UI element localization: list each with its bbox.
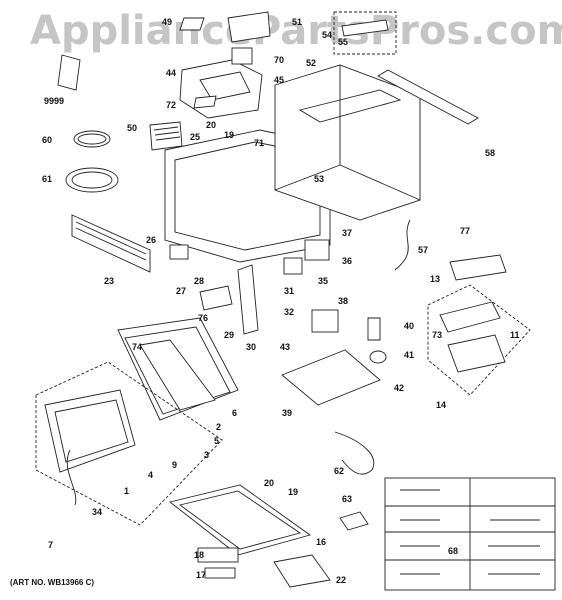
callout-74: 74	[132, 342, 143, 352]
vent-bar-part	[377, 69, 479, 125]
callout-35: 35	[318, 276, 329, 286]
callout-14: 14	[436, 400, 447, 410]
callout-72: 72	[166, 100, 177, 110]
callout-9999: 9999	[44, 96, 65, 106]
callout-40: 40	[404, 321, 415, 331]
callout-57: 57	[418, 245, 429, 255]
callout-52: 52	[306, 58, 317, 68]
callout-9: 9	[172, 460, 178, 470]
callout-25: 25	[190, 132, 201, 142]
top-assembly-part	[179, 59, 263, 119]
callout-30: 30	[246, 342, 257, 352]
callout-77: 77	[460, 226, 471, 236]
control-panel-part	[71, 214, 151, 273]
bottom-tray-part	[168, 484, 312, 556]
callout-11: 11	[510, 330, 520, 340]
callout-58: 58	[485, 148, 496, 158]
callout-16: 16	[316, 537, 327, 547]
callout-27: 27	[176, 286, 187, 296]
callout-28: 28	[194, 276, 205, 286]
callout-49: 49	[162, 17, 173, 27]
callout-22: 22	[336, 575, 347, 585]
callout-5: 5	[214, 436, 220, 446]
callout-62: 62	[334, 466, 345, 476]
callout-19b: 19	[288, 487, 299, 497]
grille-part	[149, 121, 183, 151]
callout-76: 76	[198, 313, 209, 323]
door-part	[44, 389, 136, 473]
callout-23: 23	[104, 276, 115, 286]
callout-51: 51	[292, 17, 303, 27]
roller-ring-part	[73, 130, 111, 148]
callout-61: 61	[42, 174, 53, 184]
callout-1: 1	[124, 486, 130, 496]
outer-case-part	[274, 64, 421, 221]
callout-60: 60	[42, 135, 53, 145]
callout-36: 36	[342, 256, 353, 266]
callout-18: 18	[194, 550, 205, 560]
callout-55: 55	[338, 37, 349, 47]
callout-37: 37	[342, 228, 353, 238]
callout-20b: 20	[264, 478, 275, 488]
power-cord-part	[334, 431, 375, 475]
callout-3: 3	[204, 450, 210, 460]
turntable-part	[65, 167, 119, 193]
watermark: AppliancePartsPros.com	[30, 8, 562, 54]
callout-20: 20	[206, 120, 217, 130]
callout-42: 42	[394, 383, 405, 393]
callout-44: 44	[166, 68, 177, 78]
callout-43: 43	[280, 342, 291, 352]
callout-63: 63	[342, 494, 353, 504]
callout-38: 38	[338, 296, 349, 306]
callout-4: 4	[148, 470, 154, 480]
manual-part	[57, 54, 81, 91]
callout-6: 6	[232, 408, 238, 418]
art-number: (ART NO. WB13966 C)	[10, 578, 95, 587]
callout-2: 2	[216, 422, 222, 432]
callout-71: 71	[254, 138, 265, 148]
callout-26: 26	[146, 235, 157, 245]
callout-73: 73	[432, 330, 443, 340]
harness-part	[394, 219, 411, 271]
callout-70: 70	[274, 55, 285, 65]
callout-41: 41	[404, 350, 415, 360]
callout-53: 53	[314, 174, 325, 184]
callout-34: 34	[92, 507, 103, 517]
callout-50: 50	[127, 123, 138, 133]
base-plate-part	[281, 349, 381, 406]
callout-32: 32	[284, 307, 295, 317]
callout-7: 7	[48, 540, 54, 550]
callout-17: 17	[196, 570, 207, 580]
callout-31a: 31	[284, 286, 295, 296]
callout-29: 29	[224, 330, 235, 340]
callout-13: 13	[430, 274, 441, 284]
callout-45: 45	[274, 75, 285, 85]
callout-39: 39	[282, 408, 293, 418]
callout-54: 54	[322, 30, 333, 40]
callout-19: 19	[224, 130, 235, 140]
callout-68: 68	[448, 546, 459, 556]
